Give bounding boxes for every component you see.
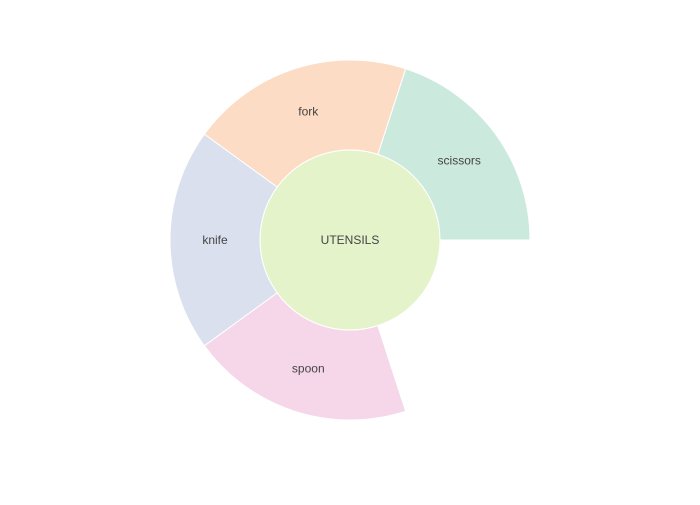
sunburst-label-scissors: scissors — [438, 154, 481, 168]
sunburst-label-knife: knife — [202, 233, 228, 247]
sunburst-sector-fork[interactable] — [203, 59, 407, 188]
sunburst-rings — [169, 59, 531, 421]
sunburst-sector-scissors[interactable] — [377, 68, 531, 241]
sunburst-label-fork: fork — [298, 105, 319, 119]
sunburst-sector-knife[interactable] — [169, 133, 278, 347]
sunburst-labels: UTENSILS scissors fork knife spoon — [202, 105, 481, 376]
sunburst-root-label: UTENSILS — [321, 233, 380, 247]
sunburst-sector-spoon[interactable] — [203, 292, 407, 421]
sunburst-label-spoon: spoon — [292, 361, 325, 375]
